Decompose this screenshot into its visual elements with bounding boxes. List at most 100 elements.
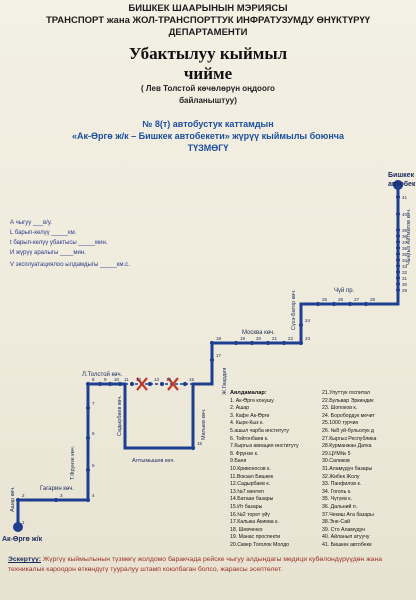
- form-field-exit: А чыгуу ___в/у.: [10, 220, 52, 226]
- stop-marker: [315, 301, 321, 307]
- legend-item: 14.Батаан базары: [230, 496, 274, 503]
- legend-item: 12.Садырбаев к.: [230, 481, 271, 488]
- legend-item: 28.Курманжан Датка: [322, 443, 372, 450]
- stop-number: 32: [402, 270, 408, 275]
- legend-item: 10.Кривоносов к.: [230, 465, 271, 472]
- legend-item: 11.Вокзал Бишкек: [230, 473, 274, 480]
- stop-number: 2: [22, 493, 25, 498]
- stop-marker: [347, 301, 353, 307]
- street-gagarin: Гагарин көч.: [40, 486, 74, 492]
- stop-number: 6: [92, 431, 95, 436]
- stop-marker: [395, 233, 401, 239]
- end-terminal-dot: [393, 180, 403, 190]
- subtitle-line-1: ( Лев Толстой көчөлөрүн оңдоого: [141, 84, 275, 93]
- stop-number: 31: [402, 276, 408, 281]
- stop-number: 5: [92, 463, 95, 468]
- legend-item: 41. Бишкек автобеке: [322, 541, 372, 548]
- route-line: [16, 185, 400, 527]
- stop-marker: [265, 340, 271, 346]
- stop-number: 10: [114, 377, 120, 382]
- stop-number: 26: [338, 297, 344, 302]
- legend-item: 6. Тойгонбаев к.: [230, 435, 269, 442]
- legend-item: 31.Аламүдүн базары: [322, 465, 373, 472]
- stop-marker: [85, 405, 91, 411]
- legend-item: 5.ашыл чарба институту: [230, 427, 289, 434]
- stop-number: 30: [402, 282, 408, 287]
- stop-number: 17: [216, 353, 222, 358]
- stop-number: 19: [240, 336, 246, 341]
- stop-marker: [85, 381, 91, 387]
- legend-item: 20.Сквер Тоголок Молдо: [230, 541, 290, 548]
- note: Эскертүү: Жүргүү кыймылынын түзмөгү жолд…: [8, 555, 412, 574]
- street-suhe: Сүхэ-Батор көч.: [291, 289, 297, 330]
- stop-number: 34: [402, 258, 408, 263]
- legend-item: 9.Баня: [230, 458, 247, 465]
- stop-number: 38: [402, 234, 408, 239]
- legend-item: 33. Панфилов к.: [322, 481, 362, 488]
- legend-item: 34. Гоголь к.: [322, 488, 352, 495]
- legend-item: 2. Ашар: [230, 405, 250, 412]
- stop-marker: [249, 340, 255, 346]
- start-terminal-label: Ак-Өргө ж/к: [2, 536, 43, 543]
- stop-marker: [298, 322, 304, 328]
- legend-item: 26. №8 уй-бульолук д: [322, 427, 374, 434]
- legend-item: 39. Сто Аламүдүн: [322, 526, 366, 533]
- stop-number: 41: [402, 195, 408, 200]
- legend-item: 22.Бульвар Эркиндик: [322, 397, 374, 404]
- street-gvardiya: Ж.Гвардия: [222, 368, 228, 395]
- street-sadyrbaev: Садырбаев көч.: [117, 395, 123, 436]
- closure-cross-2: [167, 377, 179, 391]
- stop-marker: [117, 381, 123, 387]
- stop-marker: [85, 497, 91, 503]
- legend-item: 25.1000 турчин: [322, 420, 359, 427]
- stop-marker: [209, 357, 215, 363]
- stop-number: 36: [402, 246, 408, 251]
- legend-item: 24. Боробордук мечит: [322, 412, 375, 419]
- stop-number: 3: [60, 493, 63, 498]
- legend-item: 40. Айланып атуучу: [322, 534, 370, 541]
- legend-item: 7.Кыргыз авиация институту: [230, 443, 299, 450]
- stop-number: 18: [216, 336, 222, 341]
- stop-number: 7: [92, 401, 95, 406]
- legend-item: 16.№2 торет үйү: [230, 511, 270, 518]
- stop-marker: [85, 467, 91, 473]
- stop-marker: [395, 227, 401, 233]
- legend-item: 13.№7 мектеп: [230, 488, 264, 495]
- legend-item: 32.Жибек Жолу: [322, 473, 360, 480]
- stop-number: 35: [402, 252, 408, 257]
- stop-number: 15: [189, 377, 195, 382]
- stop-number: 12: [136, 377, 142, 382]
- legend-item: 4. Кырк-Кыз к.: [230, 420, 264, 427]
- form-field-time: t барып-келүү убактысы _____мин.: [10, 240, 108, 246]
- stop-number: 13: [154, 377, 160, 382]
- stop-number: 20: [256, 336, 262, 341]
- legend-item: 17.Калыка Акиева к.: [230, 519, 279, 526]
- legend-item: 8. Фрунзе к.: [230, 450, 259, 457]
- stop-marker: [363, 301, 369, 307]
- note-text: Жүргүү кыймылынын түзмөгү жолдомо баракч…: [8, 556, 382, 573]
- legend-item: 37.Чекиш Ата базары: [322, 511, 374, 518]
- stop-number: 8: [92, 377, 95, 382]
- stop-marker: [395, 263, 401, 269]
- stop-marker: [395, 211, 401, 217]
- header-line-1: БИШКЕК ШААРЫНЫН МЭРИЯСЫ: [128, 3, 288, 14]
- note-label: Эскертүү:: [8, 556, 42, 563]
- legend-item: 3. Кафе Ак-Өргө: [230, 412, 270, 419]
- route-line-1: № 8(т) автобустук каттамдын: [142, 119, 274, 129]
- stop-number: 22: [288, 336, 294, 341]
- legend-item: 27.Кыргыз Республика: [322, 435, 377, 442]
- stop-number: 25: [322, 297, 328, 302]
- stop-number: 4: [92, 493, 95, 498]
- stop-number: 39: [402, 228, 408, 233]
- title-line-1: Убактылуу кыймыл: [128, 44, 288, 63]
- stop-marker: [190, 445, 196, 451]
- stop-marker: [97, 381, 103, 387]
- header-line-2: ТРАНСПОРТ жана ЖОЛ-ТРАНСПОРТТУК ИНФРАТУЗ…: [45, 15, 371, 26]
- stop-marker: [395, 194, 401, 200]
- stop-number: 16: [197, 441, 203, 446]
- stop-marker: [233, 340, 239, 346]
- title-line-2: чийме: [183, 64, 233, 83]
